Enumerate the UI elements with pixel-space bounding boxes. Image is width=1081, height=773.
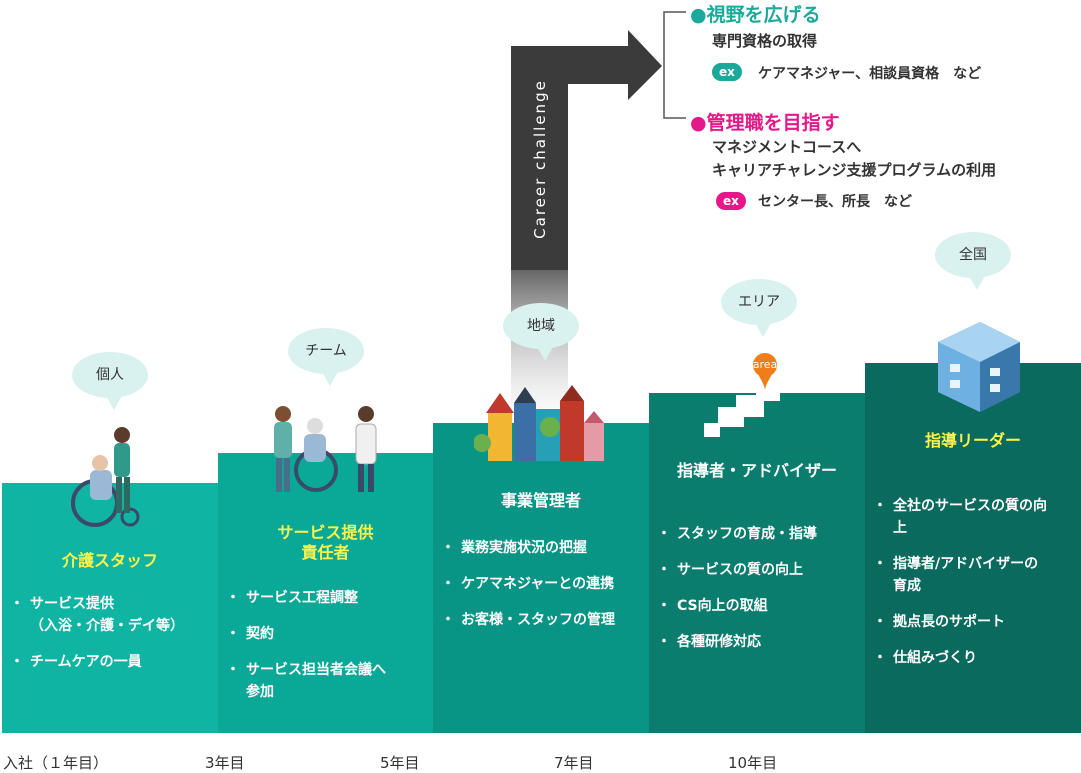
- caregiver-wheelchair-illustration: [71, 427, 140, 527]
- list-item: スタッフの育成・指導: [657, 523, 857, 545]
- step-items: スタッフの育成・指導 サービスの質の向上 CS向上の取組 各種研修対応: [657, 523, 857, 667]
- step-service-manager: サービス提供 責任者 サービス工程調整 契約 サービス担当者会議へ 参加: [218, 453, 433, 733]
- year-label: 5年目: [380, 754, 420, 772]
- year-label: 入社（１年目）: [3, 754, 109, 772]
- list-item: サービスの質の向上: [657, 559, 857, 581]
- option-manager-heading: ●管理職を目指す: [690, 112, 840, 134]
- list-item: 仕組みづくり: [873, 647, 1073, 669]
- step-care-staff: 介護スタッフ サービス提供 （入浴・介護・デイ等） チームケアの一員: [2, 483, 218, 733]
- step-items: 全社のサービスの質の向 上 指導者/アドバイザーの 育成 拠点長のサポート 仕組…: [873, 495, 1073, 683]
- scope-bubble-individual: 個人: [72, 352, 148, 410]
- scope-bubble-area: エリア: [721, 279, 797, 337]
- map-pin-label: area: [752, 358, 778, 371]
- year-label: 3年目: [205, 754, 245, 772]
- list-item: お客様・スタッフの管理: [441, 609, 641, 631]
- option-manager-text1: マネジメントコースへ: [712, 138, 862, 156]
- option-broaden-text: 専門資格の取得: [712, 32, 818, 50]
- step-title: 介護スタッフ: [61, 551, 158, 570]
- list-item: サービス提供 （入浴・介護・デイ等）: [10, 593, 210, 637]
- ex-text: センター長、所長 など: [758, 194, 912, 210]
- scope-bubble-region: 地域: [503, 303, 579, 361]
- japan-map-area-illustration: [704, 347, 812, 437]
- list-item: 契約: [226, 623, 425, 645]
- step-title: 指導リーダー: [924, 431, 1021, 450]
- list-item: 業務実施状況の把握: [441, 537, 641, 559]
- career-challenge-label: Career challenge: [531, 79, 549, 239]
- step-title-line1: サービス提供: [277, 523, 374, 542]
- town-illustration: [474, 385, 604, 461]
- list-item: CS向上の取組: [657, 595, 857, 617]
- list-item: チームケアの一員: [10, 651, 210, 673]
- building-illustration: [938, 322, 1020, 412]
- list-item: サービス工程調整: [226, 587, 425, 609]
- step-title-line2: 責任者: [301, 543, 350, 562]
- list-item: サービス担当者会議へ 参加: [226, 659, 425, 703]
- step-items: 業務実施状況の把握 ケアマネジャーとの連携 お客様・スタッフの管理: [441, 537, 641, 645]
- step-leader: 指導リーダー 全社のサービスの質の向 上 指導者/アドバイザーの 育成 拠点長の…: [865, 363, 1081, 733]
- year-label: 7年目: [554, 754, 594, 772]
- list-item: 指導者/アドバイザーの 育成: [873, 553, 1073, 597]
- team-care-illustration: [274, 406, 377, 492]
- step-advisor: 指導者・アドバイザー スタッフの育成・指導 サービスの質の向上 CS向上の取組 …: [649, 393, 865, 733]
- step-title: 指導者・アドバイザー: [676, 461, 837, 480]
- option-manager-text2: キャリアチャレンジ支援プログラムの利用: [712, 161, 997, 179]
- list-item: 拠点長のサポート: [873, 611, 1073, 633]
- step-business-manager: 事業管理者 業務実施状況の把握 ケアマネジャーとの連携 お客様・スタッフの管理: [433, 423, 649, 733]
- scope-bubble-team: チーム: [288, 328, 364, 386]
- scope-bubble-national: 全国: [935, 232, 1011, 290]
- list-item: 各種研修対応: [657, 631, 857, 653]
- year-label: 10年目: [728, 754, 778, 772]
- option-broaden-heading: ●視野を広げる: [690, 4, 821, 26]
- list-item: ケアマネジャーとの連携: [441, 573, 641, 595]
- step-items: サービス提供 （入浴・介護・デイ等） チームケアの一員: [10, 593, 210, 687]
- ex-badge: ex: [716, 192, 746, 210]
- ex-badge: ex: [712, 63, 742, 81]
- step-title: 事業管理者: [500, 491, 581, 510]
- list-item: 全社のサービスの質の向 上: [873, 495, 1073, 539]
- ex-text: ケアマネジャー、相談員資格 など: [758, 66, 982, 82]
- step-items: サービス工程調整 契約 サービス担当者会議へ 参加: [226, 587, 425, 717]
